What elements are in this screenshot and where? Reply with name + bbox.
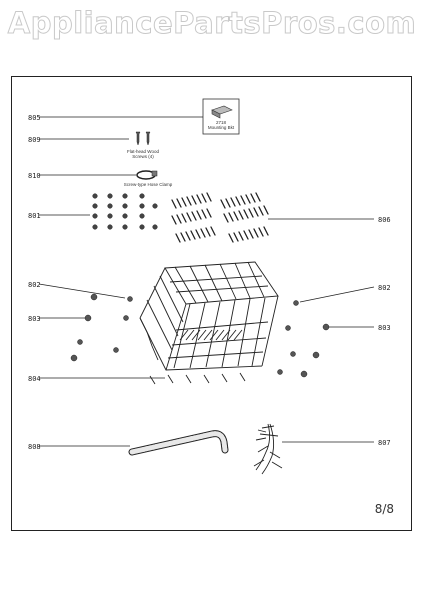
callout-805: 805 (28, 114, 41, 122)
hose-clamp-caption: Screw-type Hose Clamp (124, 182, 173, 187)
wire-harness-icon (253, 423, 283, 475)
callout-803-right: 803 (378, 324, 391, 332)
leader-802-left (38, 283, 126, 299)
leader-802-right (299, 286, 375, 303)
dish-rack-icon (139, 261, 279, 385)
callout-809: 809 (28, 136, 41, 144)
callout-810: 810 (28, 172, 41, 180)
rack-wheel-icon (70, 293, 330, 378)
callout-804: 804 (28, 375, 41, 383)
drain-hose-icon (128, 430, 229, 456)
fastener-icon (92, 193, 158, 230)
callout-802-left: 802 (28, 281, 41, 289)
callout-803-left: 803 (28, 315, 41, 323)
mounting-box-caption-1: 2718 (216, 120, 227, 125)
diagram-frame (11, 76, 412, 531)
callout-808: 808 (28, 443, 41, 451)
screws-caption-1: Flat-head Wood (127, 149, 159, 154)
mounting-bracket-icon: 2718 Mounting Bkt (202, 98, 240, 135)
tine-row-icon (171, 192, 269, 243)
hose-clamp-icon (136, 170, 158, 180)
wood-screw-icon (135, 131, 151, 146)
callout-802-right: 802 (378, 284, 391, 292)
callout-807: 807 (378, 439, 391, 447)
screws-caption-2: Screws (4) (132, 154, 154, 159)
page-number: 8/8 (374, 502, 394, 516)
callout-806: 806 (378, 216, 391, 224)
mounting-box-caption-2: Mounting Bkt (208, 125, 235, 130)
site-watermark: AppliancePartsPros.com (7, 6, 417, 41)
callout-801: 801 (28, 212, 41, 220)
